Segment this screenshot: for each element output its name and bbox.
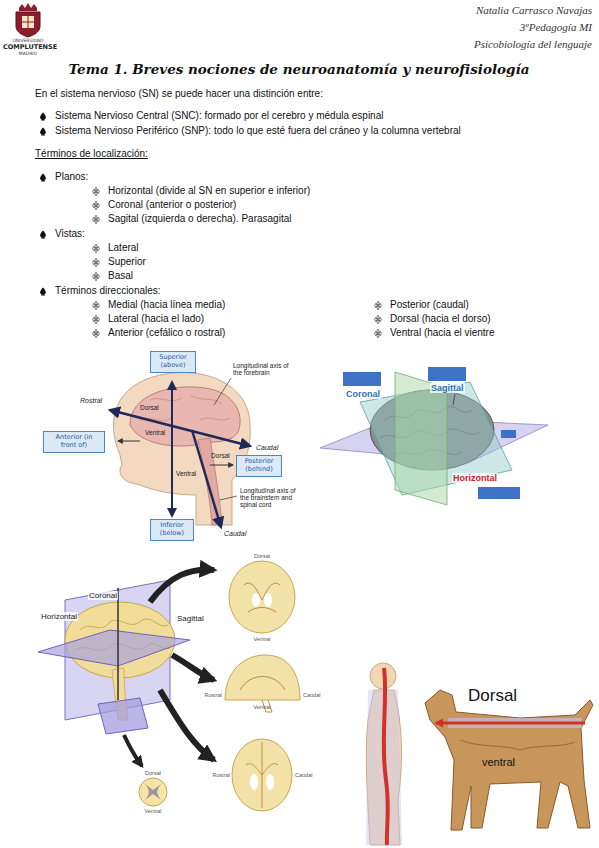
- bullet-text: Medial (hacia línea media): [108, 299, 225, 310]
- university-logo: [16, 3, 40, 37]
- direction-label: Ventral: [253, 704, 270, 710]
- body-text: En el sistema nervioso (SN) se puede hac…: [35, 88, 323, 99]
- bullet-mark: [375, 329, 382, 338]
- brain-sections-figure: [38, 561, 300, 811]
- bullet-mark: [93, 329, 100, 338]
- human-figure: [366, 663, 402, 845]
- direction-label: Rostral: [80, 397, 102, 404]
- direction-label: Caudal: [303, 692, 320, 698]
- author-name: Natalia Carrasco Navajas: [476, 4, 592, 16]
- axis-label: Longitudinal axis of the forebrain: [233, 362, 291, 376]
- bullet-text: Ventral (hacia el vientre: [390, 327, 495, 338]
- bullet-text: Dorsal (hacia el dorso): [390, 313, 491, 324]
- bullet-mark: [93, 258, 100, 267]
- direction-label: Caudal: [224, 530, 246, 537]
- plane-label: Sagittal: [176, 614, 205, 623]
- direction-label: Rostral: [205, 692, 222, 698]
- bullet-text: Coronal (anterior o posterior): [108, 199, 236, 210]
- bullet-mark: [40, 231, 46, 239]
- bullet-mark: [40, 113, 46, 121]
- bullet-text: Superior: [108, 256, 146, 267]
- bullet-mark: [40, 288, 46, 296]
- bullet-mark: [375, 315, 382, 324]
- bullet-text: Lateral: [108, 242, 139, 253]
- plane-label: Coronal: [345, 389, 381, 399]
- logo-text: COMPLUTENSE: [3, 43, 57, 51]
- bullet-text: Términos direccionales:: [55, 285, 161, 296]
- bullet-mark: [93, 244, 100, 253]
- box-text: Superior (above): [154, 354, 192, 370]
- direction-label: Dorsal: [140, 404, 159, 411]
- direction-box: Posterior (behind): [236, 455, 282, 477]
- bullet-text: Planos:: [55, 171, 88, 182]
- logo-text: MADRID: [19, 51, 37, 56]
- bullet-text: Lateral (hacia el lado): [108, 313, 204, 324]
- section-heading: Términos de localización:: [35, 148, 148, 159]
- plane-label: Horizontal: [40, 612, 78, 621]
- bullet-mark: [40, 174, 46, 182]
- direction-box: Inferior (below): [150, 519, 194, 541]
- direction-label: Ventral: [176, 470, 196, 477]
- subject-name: Psicobiología del lenguaje: [474, 38, 592, 50]
- plane-label: Sagittal: [430, 383, 465, 393]
- bullet-mark: [40, 128, 46, 136]
- bullet-text: Vistas:: [55, 228, 85, 239]
- direction-label: Ventral: [144, 808, 161, 814]
- bullet-mark: [93, 315, 100, 324]
- bullet-mark: [93, 301, 100, 310]
- direction-label: Ventral: [253, 636, 270, 642]
- bullet-mark: [93, 272, 100, 281]
- course-name: 3ºPedagogía MI: [520, 21, 592, 33]
- dog-label: Dorsal: [468, 686, 517, 706]
- bullet-text: Sistema Nervioso Periférico (SNP): todo …: [55, 125, 461, 136]
- bullet-text: Posterior (caudal): [390, 299, 469, 310]
- page-title: Tema 1. Breves nociones de neuroanatomía…: [69, 61, 530, 77]
- planes-figure: [320, 367, 548, 505]
- head-axes-figure: [110, 372, 250, 527]
- dog-label: ventral: [482, 756, 515, 768]
- box-text: Posterior (behind): [240, 458, 278, 474]
- direction-label: Rostral: [213, 772, 230, 778]
- bullet-text: Basal: [108, 270, 133, 281]
- bullet-text: Anterior (cefálico o rostral): [108, 327, 225, 338]
- direction-label: Dorsal: [145, 770, 161, 776]
- direction-label: Caudal: [295, 772, 312, 778]
- direction-label: Ventral: [145, 429, 165, 436]
- bullet-mark: [93, 201, 100, 210]
- bullet-text: Horizontal (divide al SN en superior e i…: [108, 185, 310, 196]
- box-text: Inferior (below): [154, 522, 190, 538]
- direction-box: Superior (above): [150, 351, 196, 373]
- direction-box: Anterior (in front of): [43, 431, 105, 453]
- bullet-mark: [93, 187, 100, 196]
- dog-figure: [425, 690, 593, 830]
- box-text: Anterior (in front of): [47, 434, 101, 450]
- bullet-mark: [93, 215, 100, 224]
- bullet-mark: [375, 301, 382, 310]
- direction-label: Dorsal: [254, 553, 270, 559]
- plane-label: Coronal: [88, 591, 118, 600]
- bullet-text: Sagital (izquierda o derecha). Parasagit…: [108, 213, 291, 224]
- direction-label: Dorsal: [211, 452, 230, 459]
- logo-text: UNIVERSIDAD: [12, 38, 43, 43]
- axis-label: Longitudinal axis of the brainstem and s…: [240, 487, 302, 508]
- bullet-list-marks: [40, 113, 381, 338]
- plane-label: Horizontal: [452, 473, 498, 483]
- bullet-text: Sistema Nervioso Central (SNC): formado …: [55, 110, 383, 121]
- direction-label: Caudal: [256, 444, 278, 451]
